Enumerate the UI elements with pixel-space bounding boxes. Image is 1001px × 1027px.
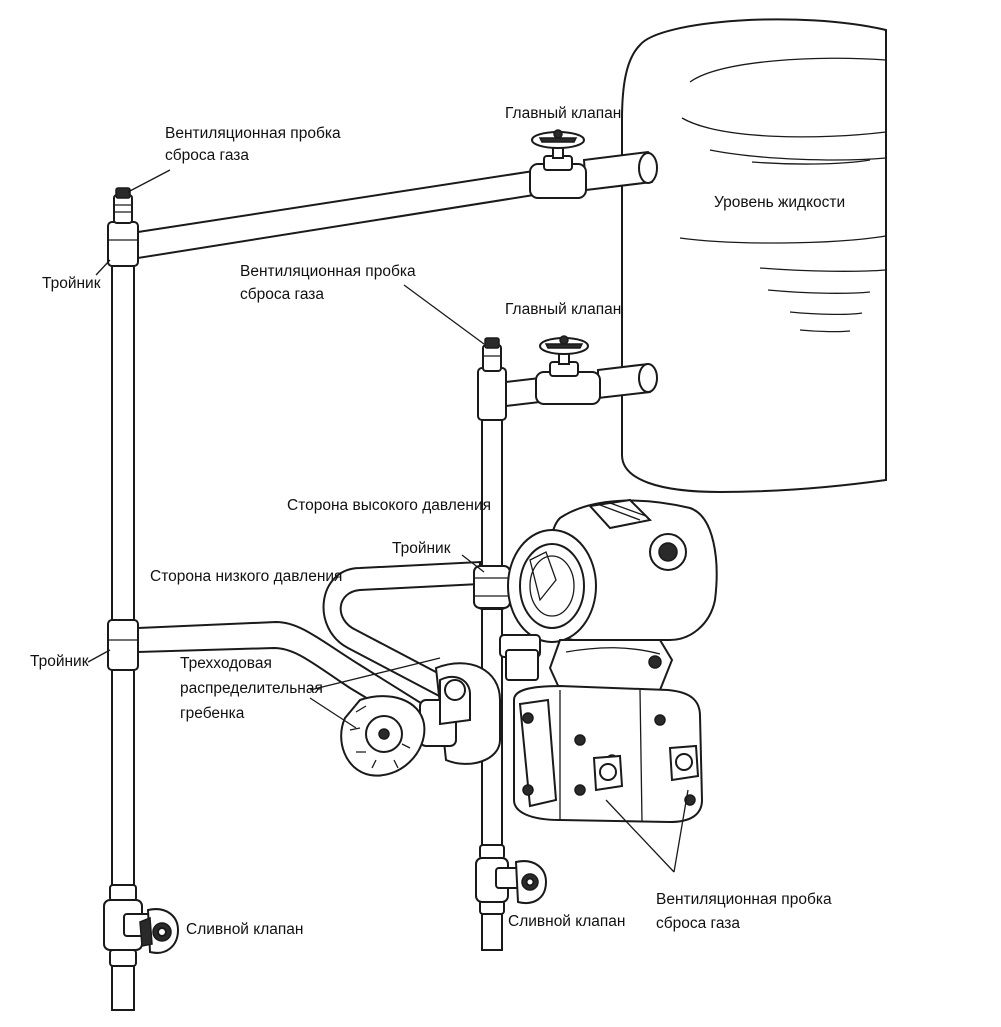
- main-valve-lower: [535, 335, 601, 405]
- vent-plug-transmitter-line1: Вентиляционная пробка: [656, 891, 832, 908]
- manifold-line3: гребенка: [180, 705, 245, 722]
- transmitter: [499, 498, 718, 691]
- vent-plug-high-line2: сброса газа: [240, 286, 324, 303]
- three-way-manifold: [340, 662, 501, 777]
- high-pressure-side-label: Сторона высокого давления: [287, 497, 491, 514]
- vent-plug-low-line1: Вентиляционная пробка: [165, 125, 341, 142]
- main-valve-upper: [529, 129, 587, 199]
- manifold-label: Трехходовая распределительная гребенка: [180, 655, 327, 722]
- drain-valve-left-label: Сливной клапан: [186, 921, 303, 938]
- vent-plug-high-line1: Вентиляционная пробка: [240, 263, 416, 280]
- tee-high-label: Тройник: [392, 540, 451, 557]
- main-valve-upper-label: Главный клапан: [505, 105, 621, 122]
- vent-plug-high-label: Вентиляционная пробка сброса газа: [240, 263, 420, 303]
- vent-plug-low-side: [113, 187, 133, 224]
- tee-high-side: [473, 565, 511, 609]
- vent-plug-transmitter-line2: сброса газа: [656, 915, 740, 932]
- tee-lower-label: Тройник: [30, 653, 89, 670]
- drain-valve-left: [103, 899, 180, 954]
- vent-plug-high-side: [482, 337, 502, 372]
- low-pressure-side-label: Сторона низкого давления: [150, 568, 342, 585]
- drain-valve-right-label: Сливной клапан: [508, 913, 625, 930]
- tank: [621, 18, 887, 494]
- leader-lines: [87, 169, 689, 873]
- manifold-line1: Трехходовая: [180, 655, 272, 672]
- low-pressure-vertical-pipe: [107, 221, 139, 1011]
- vent-plug-transmitter-label: Вентиляционная пробка сброса газа: [656, 891, 836, 932]
- liquid-level-label: Уровень жидкости: [714, 194, 845, 211]
- main-valve-lower-label: Главный клапан: [505, 301, 621, 318]
- vent-plug-low-line2: сброса газа: [165, 147, 249, 164]
- transmitter-capsule: [513, 684, 704, 824]
- manifold-line2: распределительная: [180, 680, 323, 697]
- drain-valve-right: [475, 857, 548, 904]
- vent-plug-low-label: Вентиляционная пробка сброса газа: [165, 125, 345, 164]
- tee-upper-label: Тройник: [42, 275, 101, 292]
- lower-impulse-pipe: [505, 362, 658, 408]
